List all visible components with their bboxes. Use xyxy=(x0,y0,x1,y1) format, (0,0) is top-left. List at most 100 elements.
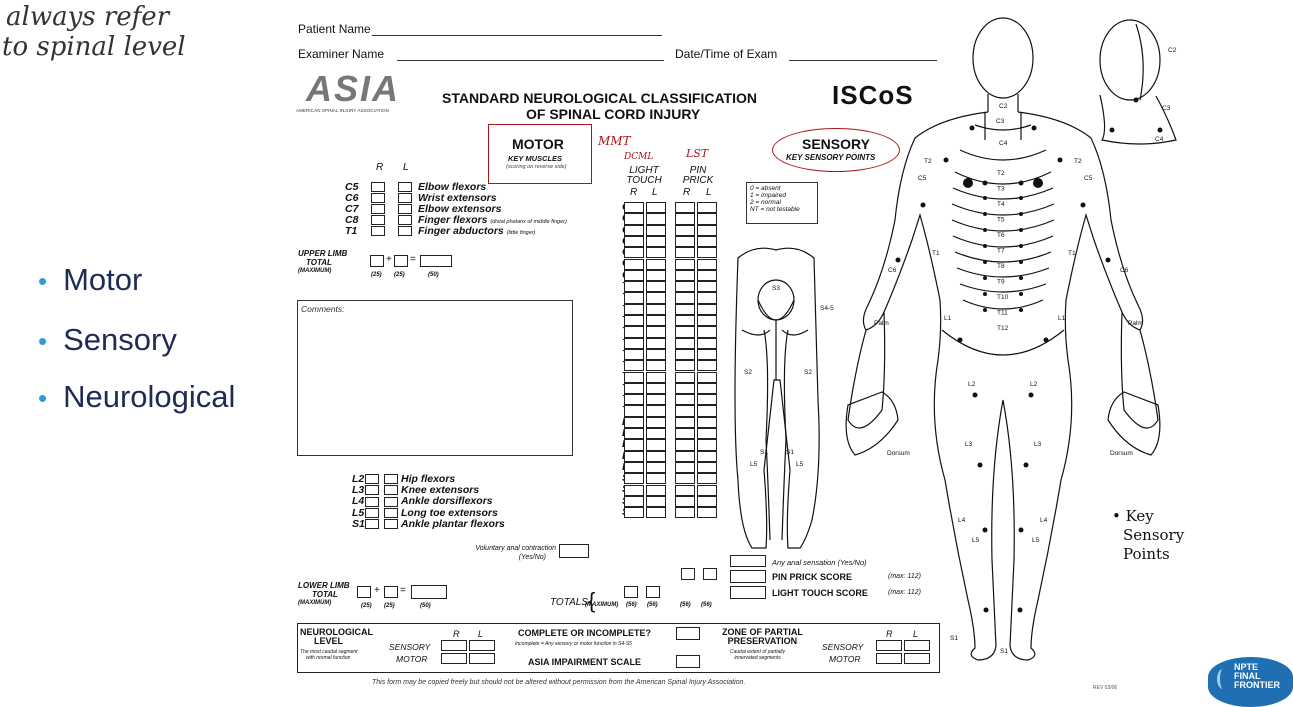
sensory-cell[interactable] xyxy=(675,428,695,440)
sensory-cell[interactable] xyxy=(675,484,695,496)
lower-motor-r-box[interactable] xyxy=(365,519,379,530)
sensory-cell[interactable] xyxy=(624,247,644,259)
sensory-cell[interactable] xyxy=(675,281,695,293)
sensory-cell[interactable] xyxy=(624,495,644,508)
sensory-cell[interactable] xyxy=(675,495,695,508)
anal-contraction-box[interactable] xyxy=(559,544,589,558)
sensory-cell[interactable] xyxy=(624,416,644,428)
sensory-cell[interactable] xyxy=(697,416,717,428)
sensory-cell[interactable] xyxy=(675,450,695,462)
light-touch-score-box[interactable] xyxy=(730,586,766,599)
sensory-cell[interactable] xyxy=(646,213,666,225)
upper-motor-l-box[interactable] xyxy=(398,215,412,225)
sensory-cell[interactable] xyxy=(624,326,644,338)
sensory-cell[interactable] xyxy=(646,382,666,395)
upper-motor-r-box[interactable] xyxy=(371,226,385,236)
pin-prick-score-box[interactable] xyxy=(730,570,766,583)
neuro-sensory-l[interactable] xyxy=(469,640,495,651)
sensory-cell[interactable] xyxy=(675,269,695,282)
sensory-cell[interactable] xyxy=(675,258,695,270)
totals-pp-l-box[interactable] xyxy=(703,568,717,580)
patient-name-line[interactable] xyxy=(372,35,662,36)
sensory-cell[interactable] xyxy=(624,258,644,270)
sensory-cell[interactable] xyxy=(646,450,666,462)
sensory-cell[interactable] xyxy=(624,202,644,214)
sensory-cell[interactable] xyxy=(675,348,695,361)
sensory-cell[interactable] xyxy=(646,495,666,508)
sensory-cell[interactable] xyxy=(675,224,695,236)
zone-motor-l[interactable] xyxy=(904,653,930,664)
sensory-cell[interactable] xyxy=(697,202,717,214)
lower-motor-l-box[interactable] xyxy=(384,507,398,518)
lower-total-r-box[interactable] xyxy=(357,586,371,598)
sensory-cell[interactable] xyxy=(697,315,717,327)
sensory-cell[interactable] xyxy=(624,269,644,282)
sensory-cell[interactable] xyxy=(624,450,644,462)
sensory-cell[interactable] xyxy=(675,394,695,406)
sensory-cell[interactable] xyxy=(646,461,666,474)
sensory-cell[interactable] xyxy=(697,303,717,315)
upper-motor-r-box[interactable] xyxy=(371,182,385,192)
sensory-cell[interactable] xyxy=(697,213,717,225)
upper-motor-l-box[interactable] xyxy=(398,182,412,192)
sensory-cell[interactable] xyxy=(697,439,717,451)
sensory-cell[interactable] xyxy=(675,326,695,338)
sensory-cell[interactable] xyxy=(646,348,666,361)
totals-lt-l-box[interactable] xyxy=(646,586,660,598)
sensory-cell[interactable] xyxy=(697,507,717,519)
sensory-cell[interactable] xyxy=(646,326,666,338)
sensory-cell[interactable] xyxy=(697,484,717,496)
lower-motor-l-box[interactable] xyxy=(384,485,398,496)
lower-motor-l-box[interactable] xyxy=(384,474,398,484)
sensory-cell[interactable] xyxy=(646,224,666,236)
sensory-cell[interactable] xyxy=(624,405,644,417)
lower-total-sum-box[interactable] xyxy=(411,585,447,599)
sensory-cell[interactable] xyxy=(697,394,717,406)
lower-motor-l-box[interactable] xyxy=(384,496,398,507)
sensory-cell[interactable] xyxy=(646,235,666,248)
sensory-cell[interactable] xyxy=(624,484,644,496)
sensory-cell[interactable] xyxy=(624,394,644,406)
sensory-cell[interactable] xyxy=(697,258,717,270)
upper-total-l-box[interactable] xyxy=(394,255,408,267)
sensory-cell[interactable] xyxy=(646,303,666,315)
sensory-cell[interactable] xyxy=(675,213,695,225)
sensory-cell[interactable] xyxy=(697,360,717,372)
complete-box[interactable] xyxy=(676,627,700,640)
sensory-cell[interactable] xyxy=(675,292,695,304)
sensory-cell[interactable] xyxy=(624,428,644,440)
sensory-cell[interactable] xyxy=(646,292,666,304)
sensory-cell[interactable] xyxy=(624,303,644,315)
lower-total-l-box[interactable] xyxy=(384,586,398,598)
sensory-cell[interactable] xyxy=(646,258,666,270)
sensory-cell[interactable] xyxy=(624,360,644,372)
sensory-cell[interactable] xyxy=(675,202,695,214)
upper-motor-r-box[interactable] xyxy=(371,193,385,203)
sensory-cell[interactable] xyxy=(675,360,695,372)
sensory-cell[interactable] xyxy=(624,382,644,395)
comments-box[interactable]: Comments: xyxy=(297,300,573,456)
sensory-cell[interactable] xyxy=(646,337,666,349)
sensory-cell[interactable] xyxy=(646,269,666,282)
sensory-cell[interactable] xyxy=(646,484,666,496)
sensory-cell[interactable] xyxy=(624,337,644,349)
sensory-cell[interactable] xyxy=(697,461,717,474)
sensory-cell[interactable] xyxy=(624,439,644,451)
sensory-cell[interactable] xyxy=(697,224,717,236)
neuro-motor-l[interactable] xyxy=(469,653,495,664)
lower-motor-r-box[interactable] xyxy=(365,485,379,496)
sensory-cell[interactable] xyxy=(624,473,644,485)
sensory-cell[interactable] xyxy=(624,461,644,474)
sensory-cell[interactable] xyxy=(697,326,717,338)
sensory-cell[interactable] xyxy=(624,507,644,519)
anal-sensation-box[interactable] xyxy=(730,555,766,567)
sensory-cell[interactable] xyxy=(646,428,666,440)
sensory-cell[interactable] xyxy=(646,371,666,383)
examiner-name-line[interactable] xyxy=(397,60,664,61)
upper-motor-l-box[interactable] xyxy=(398,226,412,236)
upper-motor-l-box[interactable] xyxy=(398,204,412,214)
asia-scale-box[interactable] xyxy=(676,655,700,668)
sensory-cell[interactable] xyxy=(646,416,666,428)
sensory-cell[interactable] xyxy=(675,235,695,248)
neuro-sensory-r[interactable] xyxy=(441,640,467,651)
